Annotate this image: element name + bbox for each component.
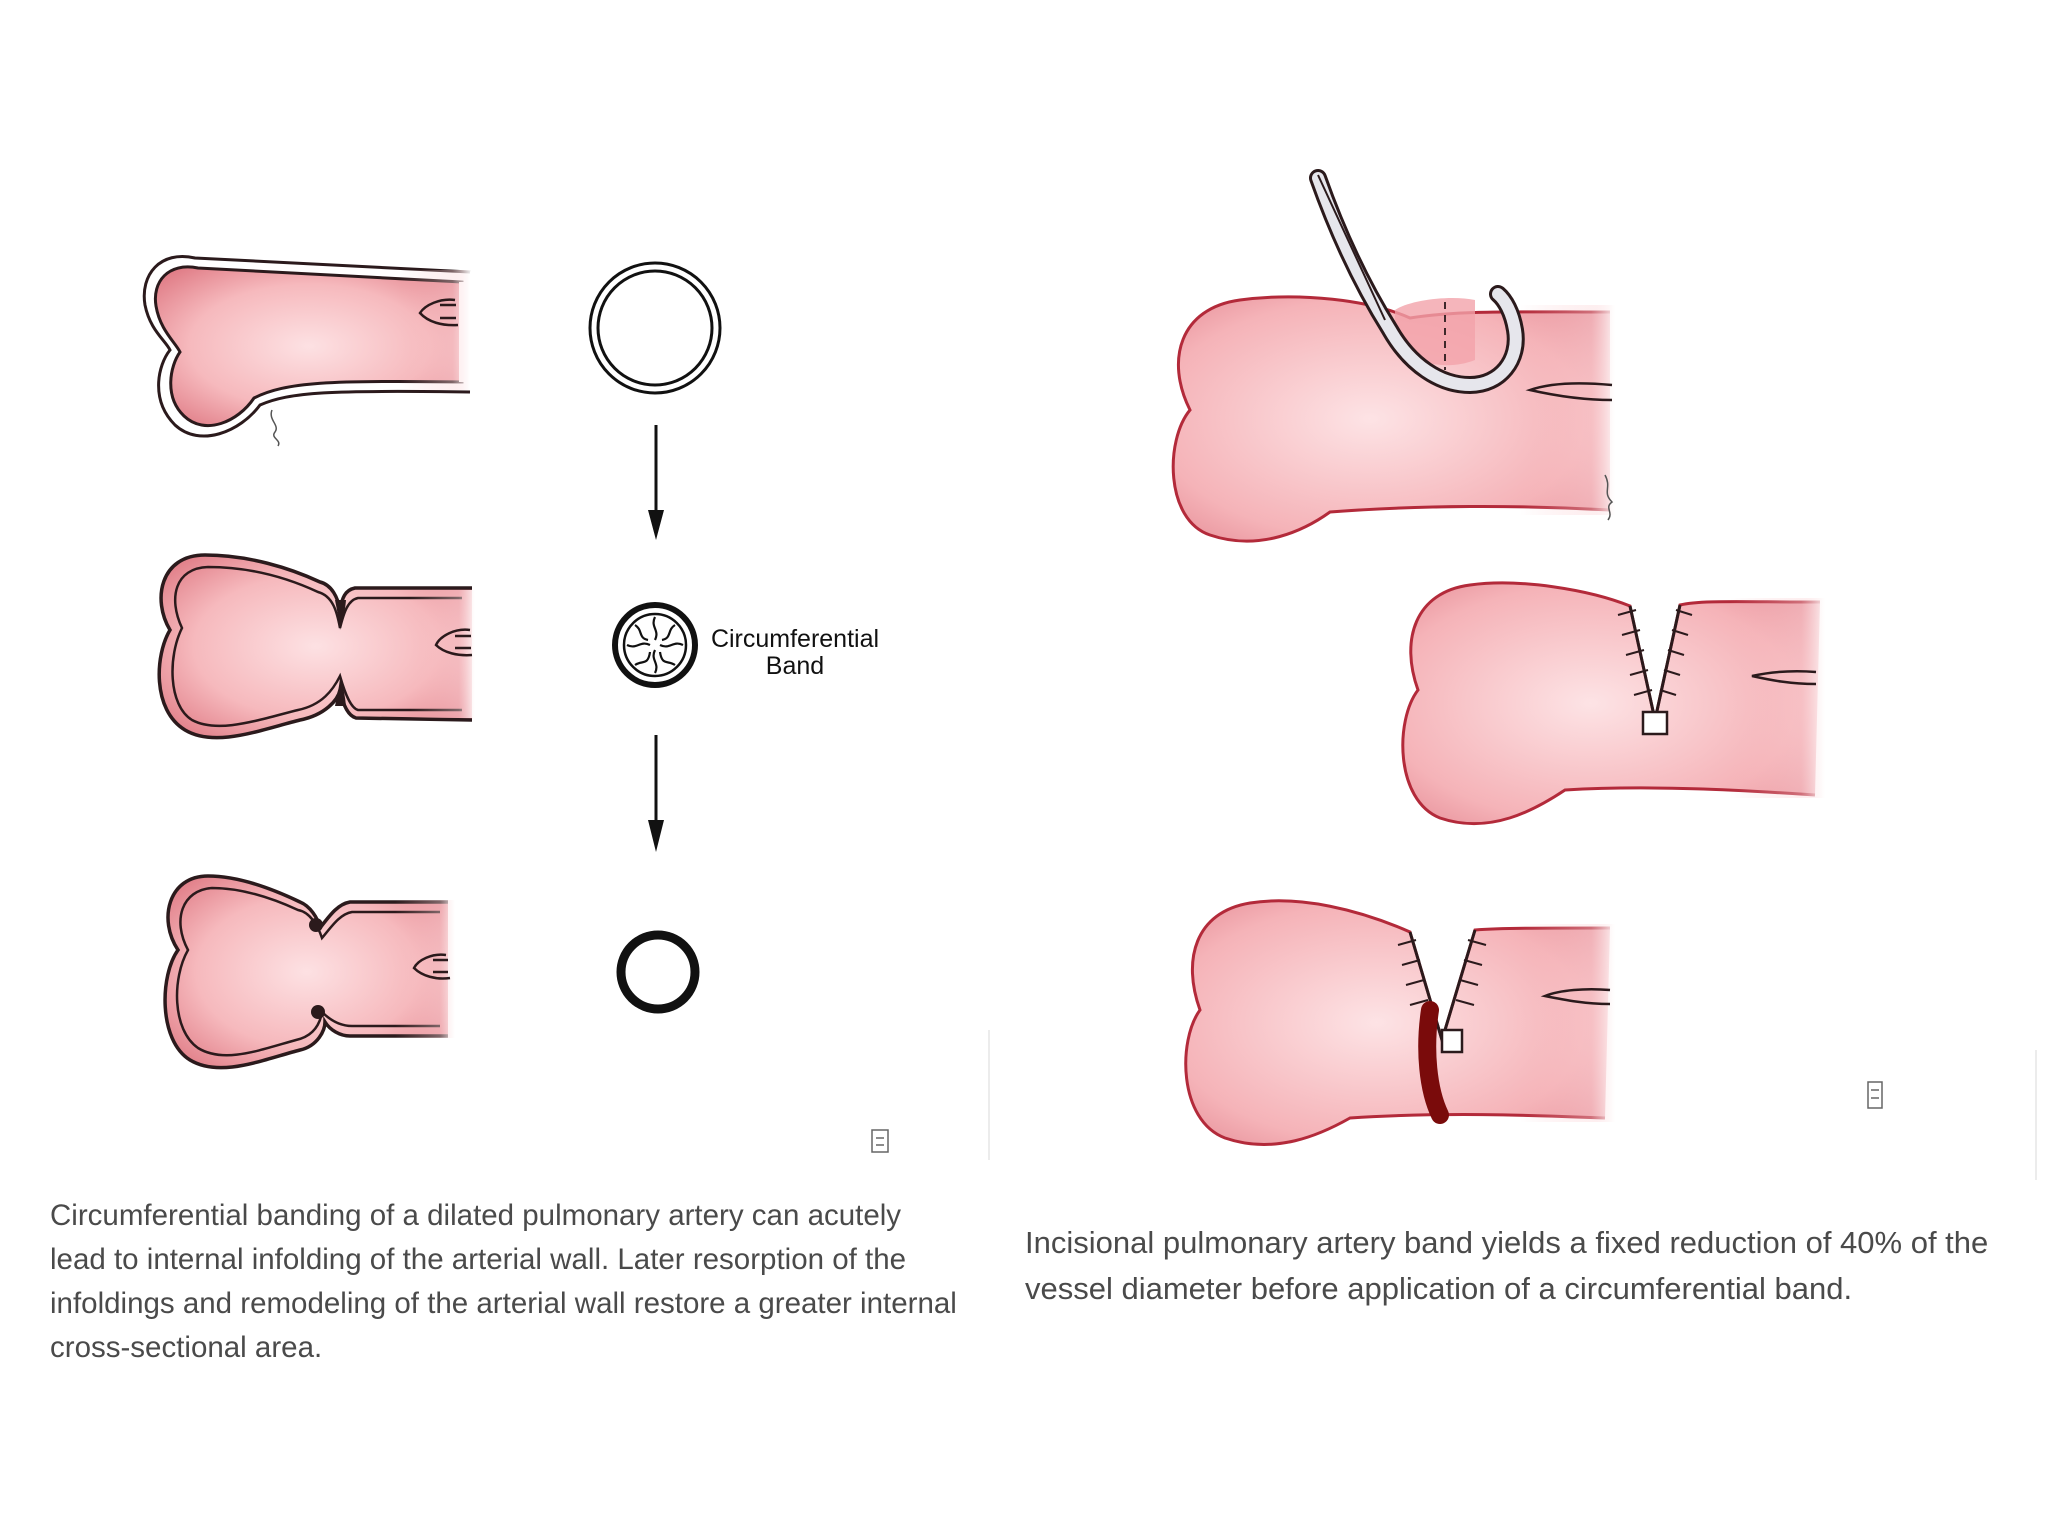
arrow-down-icon (648, 425, 664, 540)
sutured-vessel-middle (1401, 581, 1825, 826)
banded-vessel-2 (157, 553, 475, 740)
banded-vessel-bottom (1184, 899, 1615, 1146)
clamp-icon (1309, 169, 1525, 395)
dilated-vessel-1 (142, 255, 471, 447)
clamped-vessel-top (1171, 295, 1615, 543)
watermark-icon (1867, 1081, 1883, 1109)
remodeled-vessel-3 (163, 874, 455, 1070)
caption-right: Incisional pulmonary artery band yields … (1025, 1225, 1989, 1306)
arrow-down-icon (648, 735, 664, 852)
ring-icon-thick (616, 930, 700, 1014)
suture-icon (1617, 609, 1693, 696)
right-edge-divider (2035, 1050, 2037, 1180)
band-label-line2: Band (766, 652, 824, 680)
ring-icon-open (588, 261, 722, 395)
band-label-line1: Circumferential (711, 625, 879, 653)
banded-cross-section-icon (612, 602, 698, 688)
suture-icon (1397, 939, 1487, 1006)
watermark-icon (871, 1129, 889, 1153)
panel-divider (988, 1030, 990, 1160)
caption-left: Circumferential banding of a dilated pul… (50, 1199, 957, 1364)
